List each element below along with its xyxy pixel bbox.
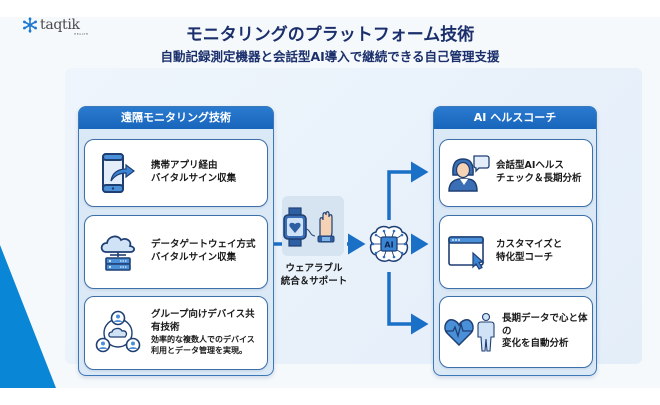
ai-health-coach-group: AI ヘルスコーチ 会話型AIヘルス チェック＆長期分析 — [433, 106, 597, 376]
page-title: モニタリングのプラットフォーム技術 — [185, 25, 475, 45]
card-data-gateway-line2: バイタルサイン収集 — [151, 252, 237, 263]
card-custom-coach[interactable]: カスタマイズと 特化型コーチ — [439, 215, 593, 289]
card-group-device-line2: 有技術 — [151, 322, 180, 334]
page-subtitle: 自動記録測定機器と会話型AI導入で継続できる自己管理支援 — [160, 49, 500, 64]
card-ai-health-check-line2: チェック＆長期分析 — [496, 173, 582, 184]
card-data-gateway-line1: データゲートウェイ方式 — [151, 239, 256, 251]
snowflake-logo-icon — [23, 17, 37, 33]
wearable-label-line1: ウェアラブル — [285, 263, 343, 274]
ai-chip-label: AI — [384, 241, 393, 250]
card-mobile-app-line2: バイタルサイン収集 — [151, 173, 237, 184]
wearable-label-line2: 統合＆サポート — [280, 276, 348, 288]
card-group-device-desc2: 利用とデータ管理を実現。 — [151, 345, 247, 355]
brand-name: taqtik — [40, 17, 80, 33]
card-group-device-line1: グループ向けデバイス共 — [151, 309, 255, 321]
corner-decoration — [0, 245, 56, 388]
remote-monitoring-heading: 遠隔モニタリング技術 — [79, 107, 273, 129]
card-group-device[interactable]: グループ向けデバイス共 有技術 効率的な複数人でのデバイス 利用とデータ管理を実… — [84, 296, 268, 370]
remote-monitoring-group: 遠隔モニタリング技術 携帯アプリ経由 バイタルサイン収集 — [78, 106, 274, 376]
smartphone-share-icon — [85, 151, 151, 195]
card-mobile-app-line1: 携帯アプリ経由 — [151, 160, 218, 172]
card-mind-body-analysis[interactable]: 長期データで心と体の 変化を自動分析 — [439, 296, 593, 368]
card-custom-coach-line1: カスタマイズと — [496, 239, 563, 251]
card-ai-health-check[interactable]: 会話型AIヘルス チェック＆長期分析 — [439, 139, 593, 207]
wearable-tile — [282, 196, 344, 256]
card-data-gateway[interactable]: データゲートウェイ方式 バイタルサイン収集 — [84, 215, 268, 289]
card-ai-health-check-line1: 会話型AIヘルス — [496, 160, 564, 172]
card-custom-coach-line2: 特化型コーチ — [496, 252, 554, 263]
card-mind-body-analysis-line2: 変化を自動分析 — [502, 338, 569, 350]
card-group-device-desc1: 効率的な複数人でのデバイス — [151, 335, 255, 345]
cloud-server-icon — [85, 230, 151, 274]
browser-cursor-icon — [440, 234, 496, 270]
brand-logo: taqtik HEALTH — [22, 17, 88, 36]
card-mobile-app[interactable]: 携帯アプリ経由 バイタルサイン収集 — [84, 139, 268, 207]
brand-sub: HEALTH — [74, 32, 89, 36]
ai-brain-icon: AI — [369, 225, 409, 262]
card-mind-body-analysis-line1: 長期データで心と体の — [502, 312, 588, 337]
ai-health-coach-heading: AI ヘルスコーチ — [434, 107, 596, 129]
wearable-label: ウェアラブル 統合＆サポート — [274, 262, 354, 289]
chat-person-icon — [440, 153, 496, 193]
smartwatch-hand-icon — [283, 207, 335, 247]
group-network-icon — [85, 310, 151, 356]
heart-body-icon — [440, 311, 502, 353]
